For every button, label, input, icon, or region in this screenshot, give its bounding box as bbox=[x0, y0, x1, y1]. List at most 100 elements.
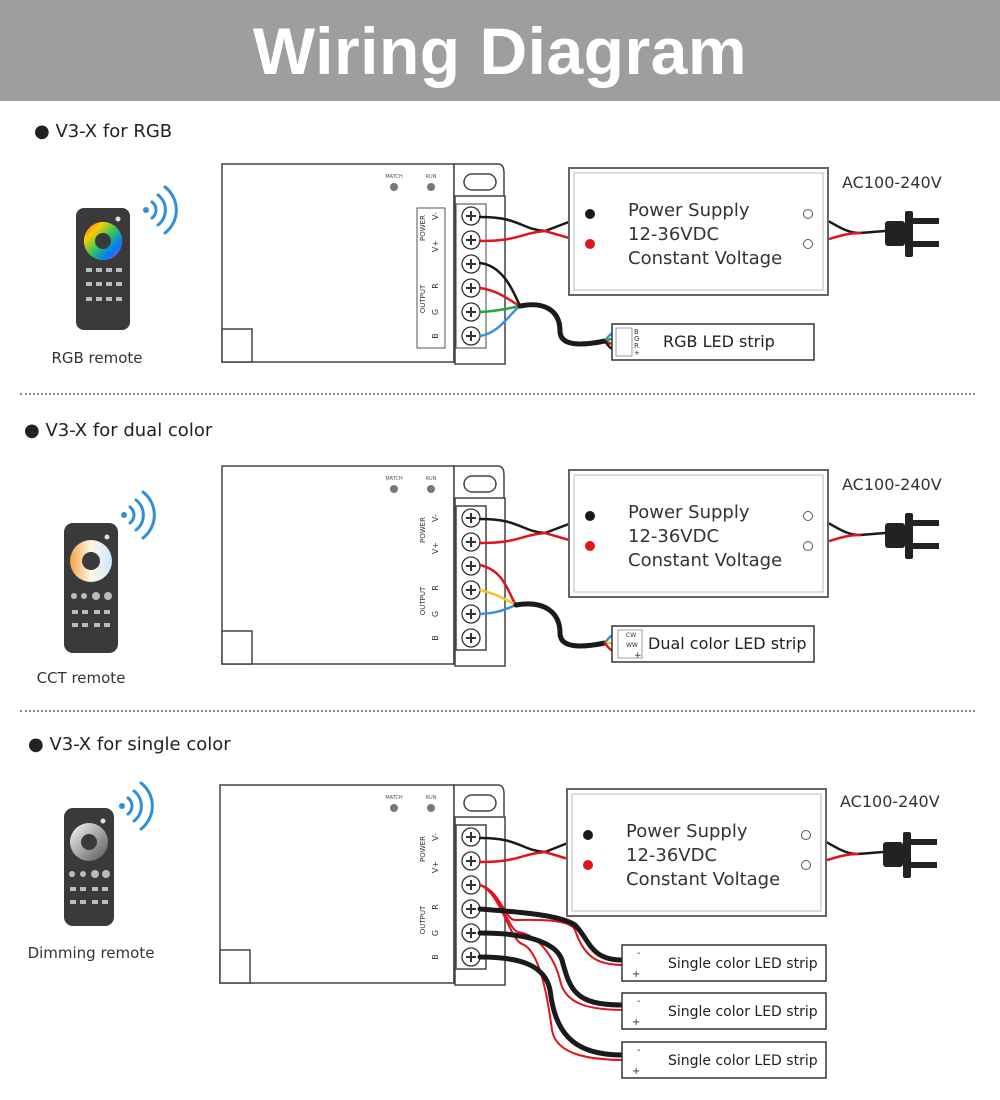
svg-text:+: + bbox=[632, 969, 640, 980]
power-label: POWER bbox=[419, 836, 427, 862]
ac-plug-icon bbox=[883, 832, 937, 878]
svg-text:R: R bbox=[634, 342, 639, 350]
terminal-label: V+ bbox=[431, 542, 440, 554]
terminal-label: R bbox=[431, 283, 440, 289]
controller-leds: MATCH RUN bbox=[385, 476, 437, 493]
section-heading: ● V3-X for single color bbox=[28, 734, 231, 755]
svg-text:+: + bbox=[634, 651, 642, 661]
output-label: OUTPUT bbox=[419, 586, 427, 615]
remote-caption: Dimming remote bbox=[27, 944, 155, 962]
remote-caption: CCT remote bbox=[36, 669, 126, 687]
terminal-label: G bbox=[431, 309, 440, 315]
section-rgb: ● V3-X for RGB bbox=[0, 101, 1000, 401]
led-strip: B G R + RGB LED strip bbox=[611, 323, 815, 361]
svg-text:-: - bbox=[637, 1045, 641, 1056]
output-label: OUTPUT bbox=[419, 905, 427, 934]
power-supply: Power Supply 12-36VDC Constant Voltage bbox=[568, 469, 829, 598]
section-divider bbox=[20, 393, 975, 395]
controller-leds: MATCH RUN bbox=[385, 795, 437, 812]
ac-plug-icon bbox=[885, 513, 939, 559]
terminal-labels bbox=[416, 207, 446, 349]
strip-label: Single color LED strip bbox=[668, 1053, 818, 1069]
svg-text:-: - bbox=[637, 948, 641, 959]
controller-body bbox=[219, 784, 506, 986]
power-label: POWER bbox=[419, 517, 427, 543]
svg-text:MATCH: MATCH bbox=[385, 795, 403, 801]
terminal-label: V- bbox=[431, 514, 440, 522]
svg-text:12-36VDC: 12-36VDC bbox=[628, 224, 719, 245]
svg-text:+: + bbox=[632, 1066, 640, 1077]
svg-text:RUN: RUN bbox=[426, 795, 437, 801]
section-divider bbox=[20, 710, 975, 712]
strip-label: Single color LED strip bbox=[668, 956, 818, 972]
terminal-label: G bbox=[431, 611, 440, 617]
power-supply: Power Supply 12-36VDC Constant Voltage bbox=[568, 167, 829, 296]
power-supply: Power Supply 12-36VDC Constant Voltage bbox=[566, 788, 827, 917]
power-label: POWER bbox=[419, 215, 427, 241]
led-strip: CW WW + Dual color LED strip bbox=[611, 625, 815, 663]
section-heading: ● V3-X for RGB bbox=[34, 121, 173, 142]
wires bbox=[478, 514, 887, 655]
terminal-block bbox=[455, 203, 487, 349]
led-strip: - + Single color LED strip bbox=[621, 944, 827, 982]
screw-cross bbox=[466, 513, 476, 643]
screw-cross bbox=[466, 211, 476, 341]
svg-text:Constant Voltage: Constant Voltage bbox=[628, 248, 782, 269]
single-color-wiring-diagram: MATCH RUN Power Supply bbox=[64, 781, 937, 1079]
dimming-remote bbox=[64, 808, 114, 926]
wireless-signal-icon bbox=[121, 490, 156, 540]
terminal-label: V+ bbox=[431, 240, 440, 252]
svg-text:RUN: RUN bbox=[426, 174, 437, 180]
header-banner: Wiring Diagram bbox=[0, 0, 1000, 101]
rgb-wiring-diagram: MATCH RUN bbox=[76, 163, 939, 365]
svg-text:-: - bbox=[637, 996, 641, 1007]
screw-cross bbox=[466, 832, 476, 962]
svg-text:RUN: RUN bbox=[426, 476, 437, 482]
section-single-color: ● V3-X for single color bbox=[0, 720, 1000, 1100]
terminal-label: R bbox=[431, 585, 440, 591]
svg-text:12-36VDC: 12-36VDC bbox=[628, 526, 719, 547]
ac-plug-icon bbox=[885, 211, 939, 257]
terminal-label: B bbox=[431, 635, 440, 641]
svg-text:Power Supply: Power Supply bbox=[628, 200, 750, 221]
dual-color-wiring-diagram: MATCH RUN Power bbox=[64, 465, 939, 667]
svg-text:Power Supply: Power Supply bbox=[628, 502, 750, 523]
ac-voltage-label: AC100-240V bbox=[842, 475, 942, 494]
terminal-label: G bbox=[431, 930, 440, 936]
terminal-label: R bbox=[431, 904, 440, 910]
controller-body bbox=[221, 465, 506, 667]
svg-text:12-36VDC: 12-36VDC bbox=[626, 845, 717, 866]
terminal-label: B bbox=[431, 333, 440, 339]
svg-text:Power Supply: Power Supply bbox=[626, 821, 748, 842]
ac-voltage-label: AC100-240V bbox=[840, 792, 940, 811]
svg-text:+: + bbox=[632, 1017, 640, 1028]
wireless-signal-icon bbox=[119, 781, 154, 831]
svg-text:+: + bbox=[634, 349, 640, 357]
bullet-icon: ● bbox=[28, 734, 50, 755]
svg-text:Constant Voltage: Constant Voltage bbox=[628, 550, 782, 571]
wireless-signal-icon bbox=[143, 185, 178, 235]
svg-text:B: B bbox=[634, 328, 639, 336]
section-dual-color: ● V3-X for dual color bbox=[0, 403, 1000, 708]
terminal-label: V- bbox=[431, 212, 440, 220]
svg-text:MATCH: MATCH bbox=[385, 476, 403, 482]
ac-voltage-label: AC100-240V bbox=[842, 173, 942, 192]
svg-text:Constant Voltage: Constant Voltage bbox=[626, 869, 780, 890]
led-strip: - + Single color LED strip bbox=[621, 1041, 827, 1079]
bullet-icon: ● bbox=[34, 121, 56, 142]
svg-text:G: G bbox=[634, 335, 639, 343]
svg-text:WW: WW bbox=[626, 642, 638, 649]
terminal-label: B bbox=[431, 954, 440, 960]
terminal-label: V- bbox=[431, 833, 440, 841]
led-strip: - + Single color LED strip bbox=[621, 992, 827, 1030]
bullet-icon: ● bbox=[24, 420, 46, 441]
svg-text:MATCH: MATCH bbox=[385, 174, 403, 180]
section-heading: ● V3-X for dual color bbox=[24, 420, 213, 441]
cct-remote bbox=[64, 523, 118, 653]
terminal-label: V+ bbox=[431, 861, 440, 873]
strip-label: Dual color LED strip bbox=[648, 634, 807, 653]
page-title: Wiring Diagram bbox=[252, 13, 748, 88]
strip-label: RGB LED strip bbox=[663, 332, 775, 351]
svg-text:CW: CW bbox=[626, 632, 636, 639]
strip-label: Single color LED strip bbox=[668, 1004, 818, 1020]
